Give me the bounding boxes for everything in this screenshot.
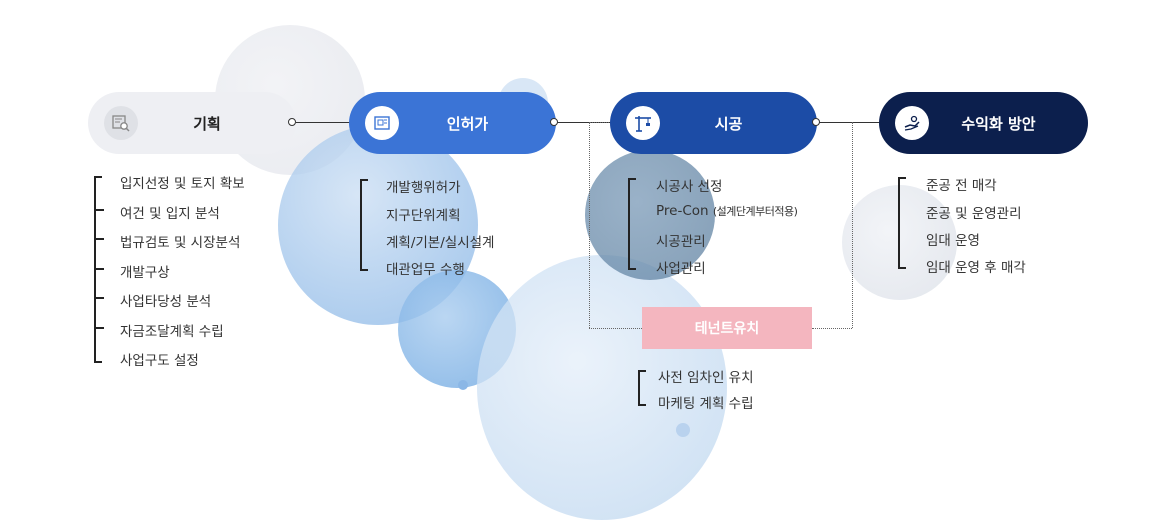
list-item: 법규검토 및 시장분석 [120,235,241,251]
list-item: 임대 운영 후 매각 [926,260,1026,276]
planning-list: 입지선정 및 토지 확보 여건 및 입지 분석 법규검토 및 시장분석 개발구상… [94,172,294,369]
tenant-connector [812,328,852,329]
document-search-icon [104,106,138,140]
list-item: 사전 임차인 유치 [658,370,754,386]
stage-label: 인허가 [446,114,489,133]
crane-icon [626,106,660,140]
list-bracket [638,370,646,406]
list-item: Pre-Con (설계단계부터적용) [656,203,798,219]
stage-planning: 기획 [88,92,296,154]
stage-label: 시공 [714,114,743,133]
connector-line [816,122,884,123]
list-bracket [628,178,636,270]
stage-label: 기획 [193,114,221,133]
monetization-list: 준공 전 매각 준공 및 운영관리 임대 운영 임대 운영 후 매각 [898,174,1098,276]
list-item: 입지선정 및 토지 확보 [120,176,245,192]
list-item: 임대 운영 [926,233,980,249]
list-item: 개발행위허가 [386,180,461,196]
list-item: 개발구상 [120,265,170,281]
list-item: 대관업무 수행 [386,262,465,278]
list-bracket [898,177,906,269]
list-item: 시공관리 [656,234,706,250]
connector-dot [288,118,296,126]
stage-permit: 인허가 [349,92,556,154]
bg-bubble [477,255,727,520]
bg-dot [676,423,690,437]
list-item: 자금조달계획 수립 [120,324,224,340]
list-item: 지구단위계획 [386,208,461,224]
list-item: 준공 및 운영관리 [926,206,1022,222]
list-item: 계획/기본/실시설계 [386,235,495,251]
tenant-connector [589,328,644,329]
blueprint-icon [365,106,399,140]
stage-monetization: 수익화 방안 [879,92,1088,154]
connector-line [556,122,616,123]
connector-dot [812,118,820,126]
construction-list: 시공사 선정 Pre-Con (설계단계부터적용) 시공관리 사업관리 [628,175,848,277]
list-item: 사업관리 [656,261,706,277]
list-item: 시공사 선정 [656,179,723,195]
list-item: 마케팅 계획 수립 [658,396,754,412]
tenant-connector [589,122,590,328]
stage-label: 수익화 방안 [961,114,1036,133]
list-item: 여건 및 입지 분석 [120,206,220,222]
bg-dot [458,380,468,390]
tenant-box: 테넌트유치 [642,307,812,349]
connector-line [296,122,356,123]
list-item: 준공 전 매각 [926,178,997,194]
hand-coin-icon [895,106,929,140]
tenant-connector [852,122,853,328]
tenant-list: 사전 임차인 유치 마케팅 계획 수립 [638,366,798,412]
tenant-label: 테넌트유치 [694,321,760,337]
list-item: 사업구도 설정 [120,353,199,369]
connector-dot [550,118,558,126]
list-item-note: (설계단계부터적용) [712,205,798,218]
list-item: 사업타당성 분석 [120,294,212,310]
tenant-connector [589,122,619,123]
stage-construction: 시공 [610,92,817,154]
permit-list: 개발행위허가 지구단위계획 계획/기본/실시설계 대관업무 수행 [360,176,560,278]
list-bracket [360,179,368,271]
bg-bubble [585,150,715,280]
